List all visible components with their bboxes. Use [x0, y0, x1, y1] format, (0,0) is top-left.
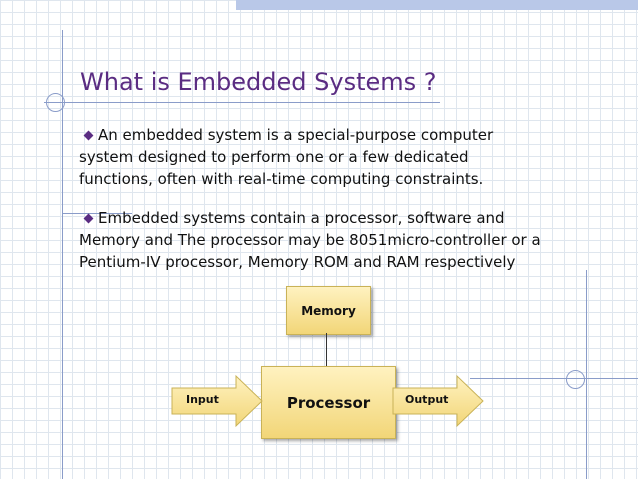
- decor-right-horizontal-line: [470, 378, 638, 379]
- bullet-text-line: system designed to perform one or a few …: [79, 148, 469, 166]
- bullet-embedded-definition: An embedded system is a special-purpose …: [79, 124, 579, 190]
- slide-title: What is Embedded Systems ?: [80, 68, 437, 96]
- decor-divider-line: [62, 213, 132, 214]
- diamond-bullet-icon: [83, 130, 94, 140]
- decor-circle: [46, 93, 65, 112]
- bullet-text-line: Memory and The processor may be 8051micr…: [79, 231, 541, 249]
- bullet-embedded-components: Embedded systems contain a processor, so…: [79, 207, 579, 273]
- decor-right-vertical-line: [586, 270, 587, 479]
- bullet-text-line: Pentium-IV processor, Memory ROM and RAM…: [79, 253, 516, 271]
- input-arrow: [171, 374, 263, 428]
- header-band: [236, 0, 638, 10]
- processor-label: Processor: [286, 393, 371, 412]
- output-label: Output: [405, 393, 449, 406]
- memory-processor-connector: [326, 333, 327, 366]
- diamond-bullet-icon: [83, 213, 94, 223]
- decor-vertical-line: [62, 30, 63, 479]
- bullet-text-line: An embedded system is a special-purpose …: [98, 126, 494, 144]
- output-arrow: [392, 374, 484, 428]
- processor-block: Processor: [261, 366, 396, 439]
- bullet-text-line: functions, often with real-time computin…: [79, 170, 484, 188]
- input-label: Input: [186, 393, 219, 406]
- decor-right-circle: [566, 370, 585, 389]
- bullet-text-line: Embedded systems contain a processor, so…: [98, 209, 505, 227]
- decor-title-underline: [44, 102, 440, 103]
- memory-block: Memory: [286, 286, 371, 335]
- memory-label: Memory: [301, 303, 356, 318]
